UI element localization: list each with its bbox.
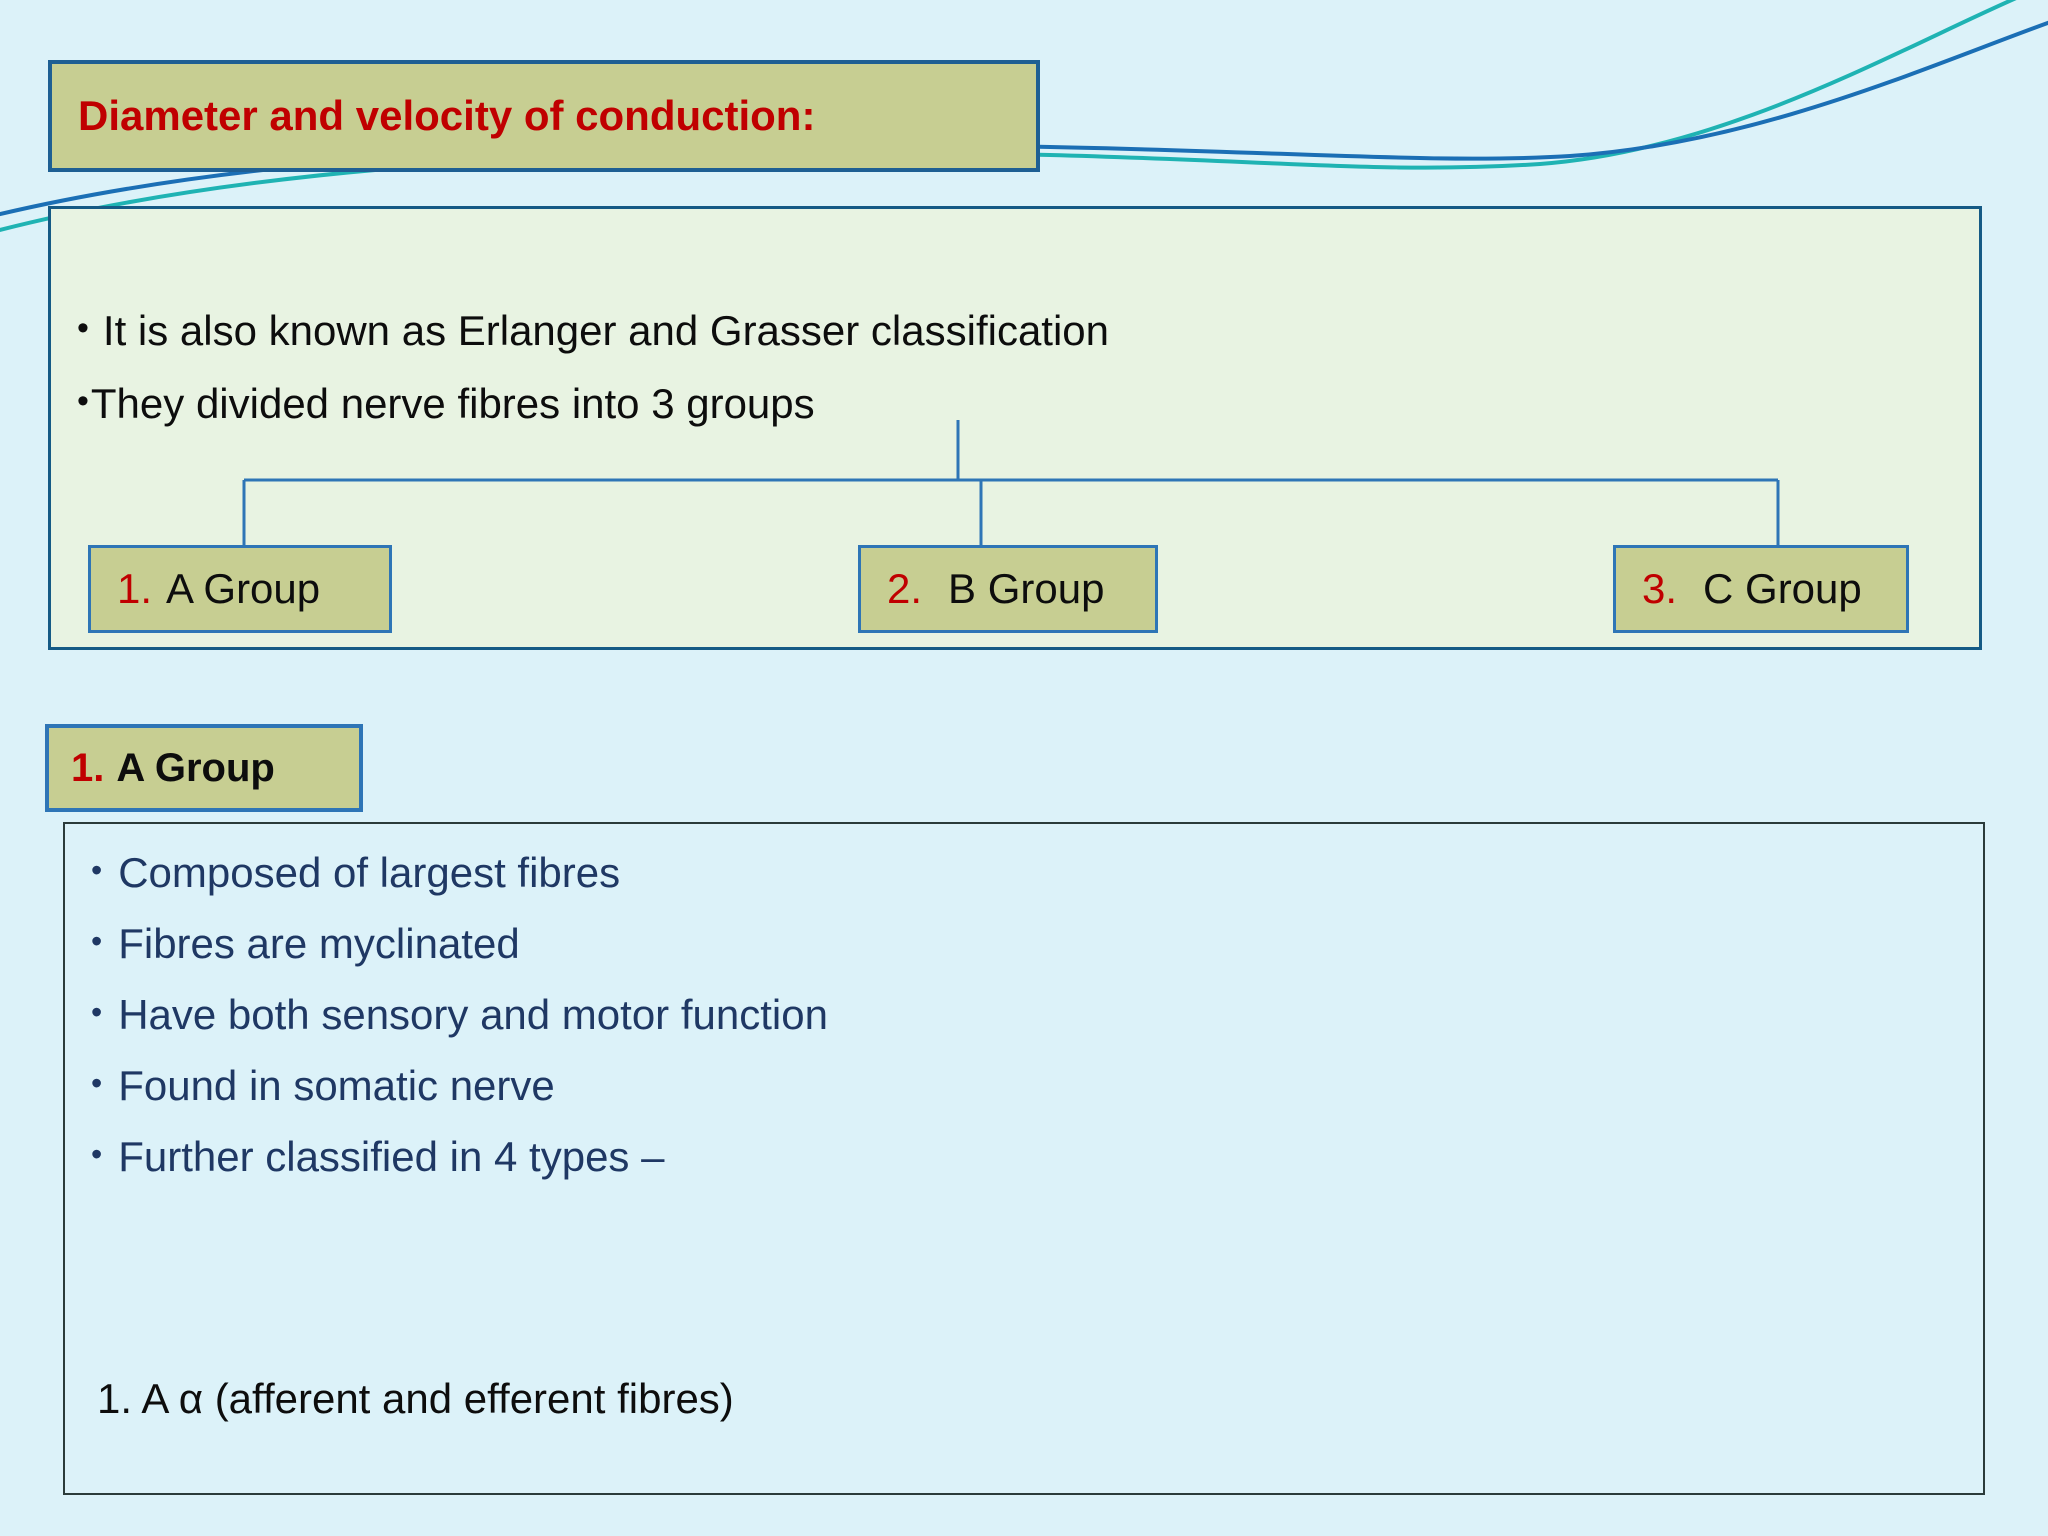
type-item-1: 1. A α (afferent and efferent fibres) (97, 1375, 734, 1422)
a-group-section-header: 1. A Group (45, 724, 363, 812)
group-c-label: C Group (1703, 565, 1862, 612)
a-group-bullet-list: Composed of largest fibres Fibres are my… (65, 824, 1983, 1191)
group-c-number: 3. (1642, 565, 1678, 612)
group-a-label: A Group (166, 565, 321, 612)
group-a-number: 1. (117, 565, 153, 612)
a-group-content-box: Composed of largest fibres Fibres are my… (63, 822, 1985, 1495)
intro-bullet-1: It is also known as Erlanger and Grasser… (77, 293, 1979, 366)
intro-bullet-2: They divided nerve fibres into 3 groups (77, 366, 1979, 439)
group-box-c: 3. C Group (1613, 545, 1909, 633)
group-b-label: B Group (948, 565, 1105, 612)
a-group-bullet-2: Fibres are myclinated (91, 907, 1983, 978)
group-b-number: 2. (887, 565, 923, 612)
a-group-bullet-4: Found in somatic nerve (91, 1049, 1983, 1120)
group-box-a: 1. A Group (88, 545, 392, 633)
intro-bullet-list: It is also known as Erlanger and Grasser… (51, 209, 1979, 439)
group-box-b: 2. B Group (858, 545, 1158, 633)
title-box: Diameter and velocity of conduction: (48, 60, 1040, 172)
a-group-bullet-5: Further classified in 4 types – (91, 1120, 1983, 1191)
slide-title: Diameter and velocity of conduction: (78, 92, 816, 139)
a-group-bullet-1: Composed of largest fibres (91, 836, 1983, 907)
section-header-label: A Group (116, 745, 275, 790)
a-group-types-list: 1. A α (afferent and efferent fibres) 2.… (65, 1191, 1983, 1536)
section-header-number: 1. (71, 745, 105, 790)
a-group-bullet-3: Have both sensory and motor function (91, 978, 1983, 1049)
